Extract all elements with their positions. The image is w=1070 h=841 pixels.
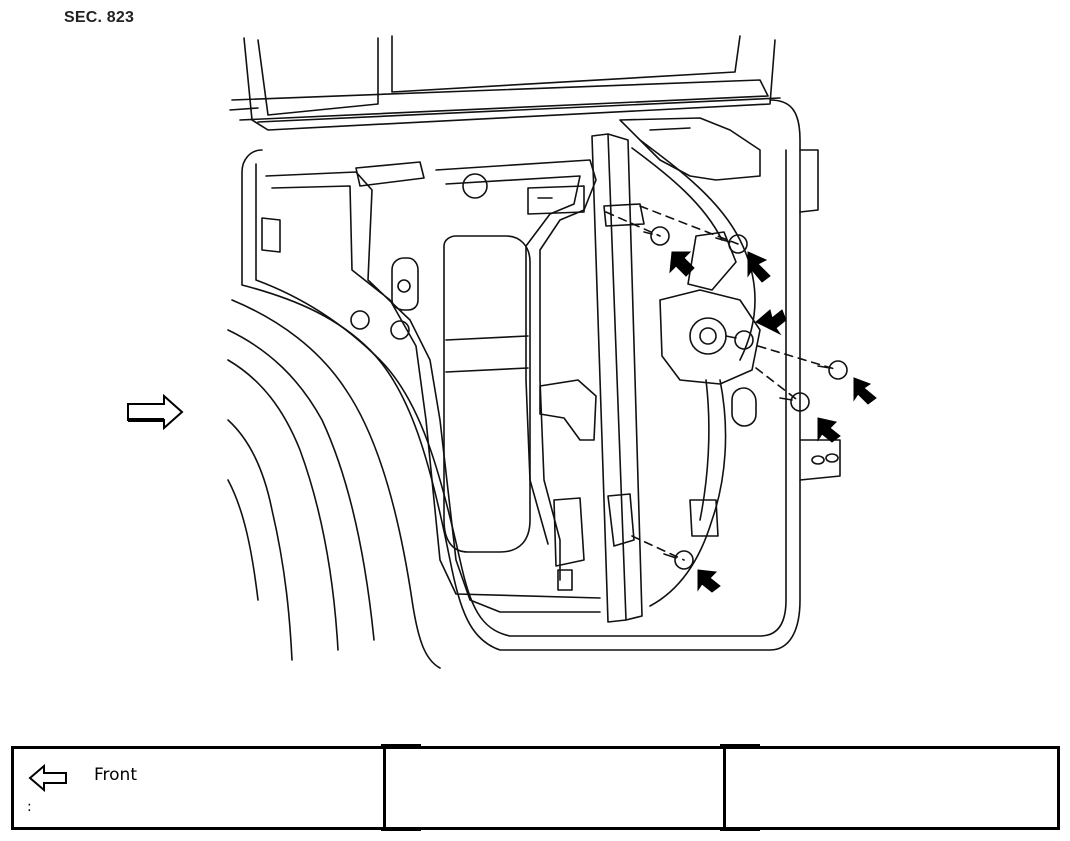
regulator-motor xyxy=(659,289,761,385)
window-frame xyxy=(229,35,781,131)
regulator-cable xyxy=(631,139,756,607)
callout-arrow-icon xyxy=(669,251,695,277)
legend-cell-empty xyxy=(723,749,1057,827)
sec-title: SEC. 823 xyxy=(64,9,135,26)
door-regulator-diagram xyxy=(127,35,877,669)
door-outer-panel xyxy=(241,99,801,651)
inner-panel xyxy=(265,171,601,613)
legend-label-front: Front xyxy=(94,765,137,785)
legend-separator: : xyxy=(27,799,32,815)
callout-arrow-icon xyxy=(817,417,841,443)
front-arrow-icon xyxy=(28,763,67,793)
callout-arrow-icon xyxy=(697,569,721,593)
callout-arrow-icon xyxy=(755,309,787,336)
legend-table: Front : xyxy=(11,746,1060,830)
legend-cell-front: Front : xyxy=(14,749,383,827)
glass-guide-rail xyxy=(591,133,643,623)
legend-cell-empty xyxy=(383,749,723,827)
callout-arrow-icon xyxy=(747,251,771,283)
bolt-set xyxy=(643,226,848,570)
callout-arrow-icon xyxy=(853,377,877,405)
front-arrow-icon xyxy=(127,393,184,431)
